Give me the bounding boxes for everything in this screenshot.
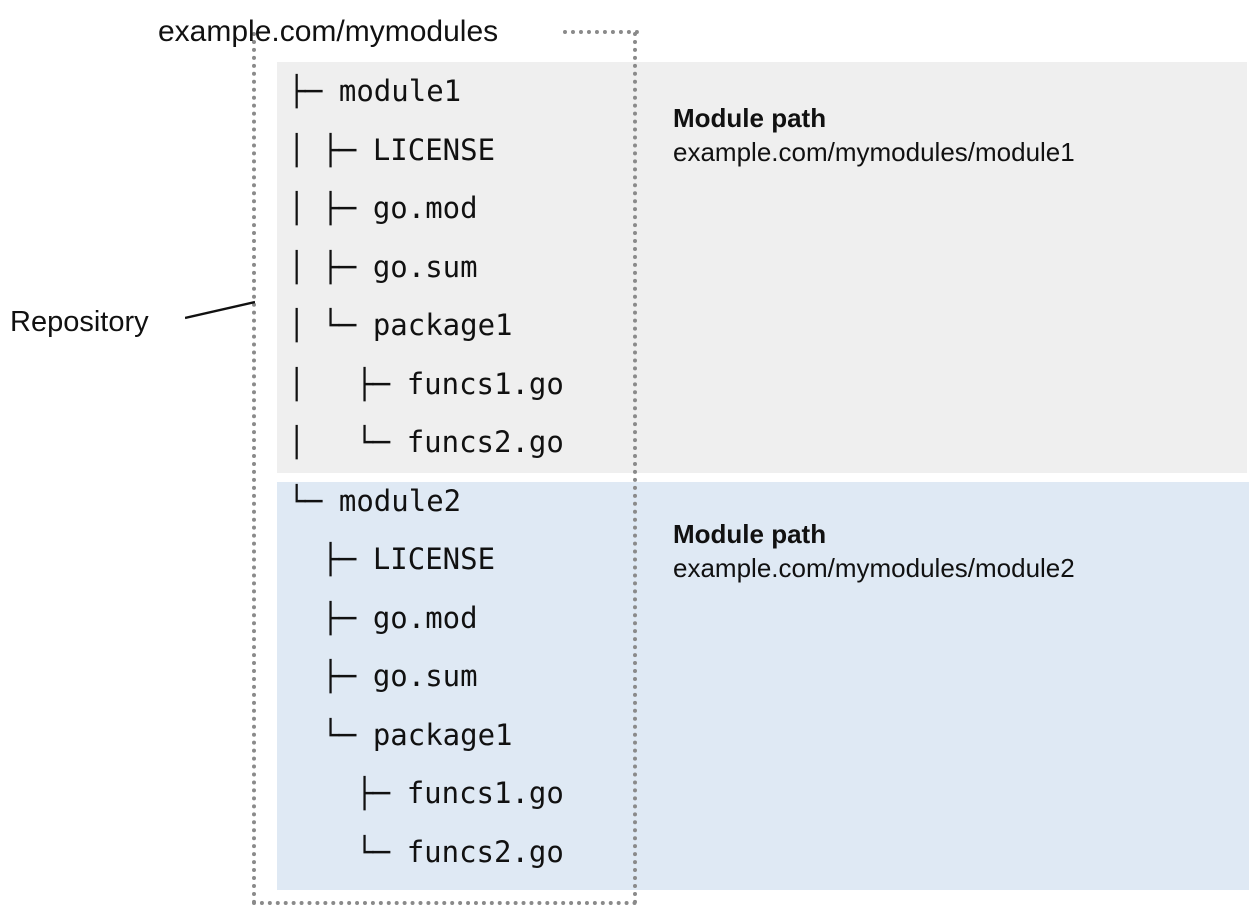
tree-branch-glyph: │ └─ — [288, 308, 373, 342]
tree-node-label: package1 — [372, 717, 513, 752]
repository-callout-label: Repository — [10, 306, 149, 338]
tree-node-label: go.sum — [372, 249, 478, 284]
tree-branch-glyph: └─ — [288, 834, 407, 869]
module1-path-value: example.com/mymodules/module1 — [673, 137, 1075, 167]
repository-url-label: example.com/mymodules — [158, 15, 499, 48]
module1-path-title: Module path — [673, 103, 827, 133]
repository-file-tree: ├─ module1│ ├─ LICENSE│ ├─ go.mod│ ├─ go… — [288, 62, 648, 881]
tree-row: │ └─ funcs2.go — [288, 413, 648, 472]
module2-highlight-band — [277, 482, 1249, 890]
tree-branch-glyph: ├─ — [288, 600, 373, 635]
repository-boundary-box — [252, 32, 637, 905]
tree-node-label: module2 — [338, 483, 462, 518]
tree-node-label: go.mod — [372, 600, 478, 635]
tree-row: └─ package1 — [288, 706, 648, 765]
tree-node-label: go.mod — [372, 191, 478, 225]
module1-path-caption: Module path example.com/mymodules/module… — [673, 101, 1233, 169]
tree-branch-glyph: ├─ — [288, 542, 373, 576]
tree-branch-glyph: ├─ — [288, 74, 339, 108]
tree-branch-glyph: └─ — [288, 483, 339, 518]
tree-node-label: funcs1.go — [406, 776, 564, 810]
tree-branch-glyph: │ ├─ — [288, 132, 373, 167]
tree-branch-glyph: ├─ — [288, 659, 373, 693]
module2-path-value: example.com/mymodules/module2 — [673, 553, 1075, 583]
tree-node-label: LICENSE — [372, 542, 496, 576]
tree-node-label: package1 — [372, 308, 513, 342]
tree-row: │ ├─ LICENSE — [288, 121, 648, 180]
module2-path-title: Module path — [673, 519, 827, 549]
tree-node-label: module1 — [338, 74, 462, 108]
tree-node-label: funcs1.go — [406, 366, 564, 401]
tree-row: │ ├─ funcs1.go — [288, 355, 648, 414]
tree-row: ├─ go.sum — [288, 647, 648, 706]
tree-row: └─ module2 — [288, 472, 648, 531]
tree-branch-glyph: │ └─ — [288, 425, 407, 459]
tree-node-label: LICENSE — [372, 132, 496, 167]
repository-boundary-top-connector — [563, 30, 639, 34]
tree-row: ├─ funcs1.go — [288, 764, 648, 823]
tree-node-label: go.sum — [372, 659, 478, 693]
tree-row: ├─ LICENSE — [288, 530, 648, 589]
tree-branch-glyph: ├─ — [288, 776, 407, 810]
tree-node-label: funcs2.go — [406, 834, 564, 869]
tree-branch-glyph: └─ — [288, 717, 373, 752]
repository-leader-line — [185, 300, 255, 320]
module2-path-caption: Module path example.com/mymodules/module… — [673, 517, 1233, 585]
tree-row: ├─ module1 — [288, 62, 648, 121]
tree-row: │ └─ package1 — [288, 296, 648, 355]
tree-node-label: funcs2.go — [406, 425, 564, 459]
tree-row: ├─ go.mod — [288, 589, 648, 648]
tree-branch-glyph: │ ├─ — [288, 366, 407, 401]
tree-row: └─ funcs2.go — [288, 823, 648, 882]
module1-highlight-band — [277, 62, 1247, 473]
tree-branch-glyph: │ ├─ — [288, 249, 373, 284]
tree-row: │ ├─ go.mod — [288, 179, 648, 238]
tree-branch-glyph: │ ├─ — [288, 191, 373, 225]
tree-row: │ ├─ go.sum — [288, 238, 648, 297]
